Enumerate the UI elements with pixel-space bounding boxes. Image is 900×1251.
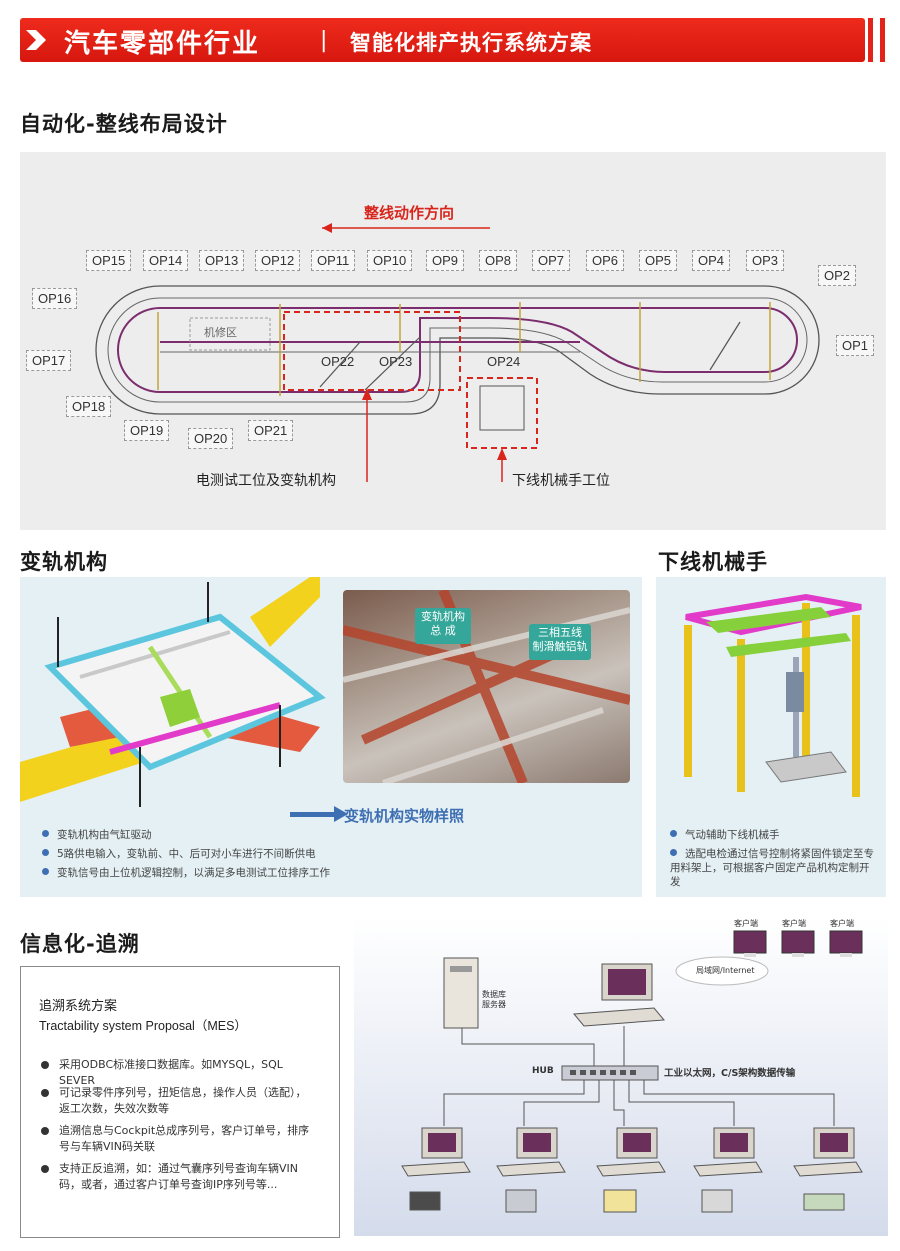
bullet-robot-1: 气动辅助下线机械手: [670, 828, 780, 842]
bullet-dot: [41, 1089, 49, 1097]
bullet-dot: [41, 1061, 49, 1069]
station-op23: OP23: [379, 354, 413, 369]
server-label: 数据库 服务器: [482, 990, 506, 1009]
bullet-transfer-1: 变轨机构由气缸驱动: [42, 828, 152, 842]
section-title-automation: 自动化-整线布局设计: [20, 112, 228, 136]
section-title-transfer: 变轨机构: [20, 550, 108, 574]
header-subtitle: 智能化排产执行系统方案: [350, 31, 592, 55]
station-op16: OP16: [32, 288, 78, 309]
header-title: 汽车零部件行业: [64, 29, 261, 59]
mes-title: 追溯系统方案: [39, 999, 118, 1014]
client-label-3: 客户端: [830, 919, 854, 928]
transfer-mechanism-photo: 变轨机构 总 成 三相五线 制滑触铝轨: [343, 590, 630, 783]
network-diagram: [401, 930, 863, 1213]
bullet-transfer-3: 变轨信号由上位机逻辑控制，以满足多电测试工位排序工作: [42, 866, 330, 880]
mes-item-3: 追溯信息与Cockpit总成序列号，客户订单号，排序号与车辆VIN码关联: [41, 1123, 313, 1155]
station-op8: OP8: [479, 250, 518, 271]
bullet-dot: [41, 1127, 49, 1135]
station-op12: OP12: [255, 250, 301, 271]
station-op1: OP1: [836, 335, 875, 356]
arrow-right-icon: [290, 806, 348, 822]
bullet-dot: [670, 830, 677, 837]
station-op22: OP22: [321, 354, 355, 369]
ethernet-label: 工业以太网，C/S架构数据传输: [664, 1068, 796, 1079]
direction-label: 整线动作方向: [364, 204, 455, 222]
station-op13: OP13: [199, 250, 245, 271]
mes-item-2: 可记录零件序列号，扭矩信息，操作人员（选配），返工次数，失效次数等: [41, 1085, 313, 1117]
photo-tag-rail: 三相五线 制滑触铝轨: [529, 624, 591, 660]
header-banner: 汽车零部件行业 | 智能化排产执行系统方案: [20, 18, 865, 62]
photo-structure: [343, 590, 630, 783]
station-op9: OP9: [426, 250, 465, 271]
station-op6: OP6: [586, 250, 625, 271]
bullet-dot: [42, 830, 49, 837]
station-op20: OP20: [188, 428, 234, 449]
station-op18: OP18: [66, 396, 112, 417]
section-title-robot: 下线机械手: [658, 550, 768, 574]
station-op21: OP21: [248, 420, 294, 441]
network-panel: 客户端 客户端 客户端 局域网/Internet 数据库 服务器 HUB 工业以…: [354, 916, 888, 1236]
header-stripes: [868, 18, 890, 62]
bullet-dot: [41, 1165, 49, 1173]
station-op4: OP4: [692, 250, 731, 271]
station-op10: OP10: [367, 250, 413, 271]
line-layout-panel: 整线动作方向 机修区 OP1 OP2 OP3 OP4 OP5 OP6 OP7 O…: [20, 152, 886, 530]
header-separator: |: [320, 28, 328, 53]
hub-label: HUB: [532, 1066, 554, 1076]
mes-item-1: 采用ODBC标准接口数据库。如MYSQL，SQL SEVER: [41, 1057, 313, 1089]
station-op5: OP5: [639, 250, 678, 271]
bullet-dot: [42, 868, 49, 875]
mes-item-4: 支持正反追溯，如：通过气囊序列号查询车辆VIN码，或者，通过客户订单号查询IP序…: [41, 1161, 313, 1193]
station-op17: OP17: [26, 350, 72, 371]
chevron-right-icon: [26, 30, 46, 50]
station-op24: OP24: [487, 354, 521, 369]
station-op19: OP19: [124, 420, 170, 441]
client-label-2: 客户端: [782, 919, 806, 928]
station-op7: OP7: [532, 250, 571, 271]
photo-caption: 变轨机构实物样照: [344, 807, 465, 825]
bullet-dot: [670, 849, 677, 856]
cloud-label: 局域网/Internet: [696, 966, 755, 975]
station-op15: OP15: [86, 250, 132, 271]
maintenance-area-label: 机修区: [204, 326, 237, 339]
transfer-mechanism-render: [20, 577, 326, 807]
section-title-traceability: 信息化-追溯: [20, 932, 140, 956]
bullet-dot: [42, 849, 49, 856]
unload-robot-render: [684, 593, 862, 797]
station-op3: OP3: [746, 250, 785, 271]
station-op14: OP14: [143, 250, 189, 271]
callout-unload-station: 下线机械手工位: [512, 473, 610, 489]
mes-subtitle: Tractability system Proposal（MES）: [39, 1019, 247, 1033]
mes-box: 追溯系统方案 Tractability system Proposal（MES）…: [20, 966, 340, 1238]
line-layout-diagram: [95, 223, 820, 482]
transfer-panel: 变轨机构 总 成 三相五线 制滑触铝轨 变轨机构实物样照 变轨机构由气缸驱动 5…: [20, 577, 642, 897]
photo-tag-transfer: 变轨机构 总 成: [415, 608, 471, 644]
station-op2: OP2: [818, 265, 857, 286]
callout-test-station: 电测试工位及变轨机构: [196, 473, 336, 489]
bullet-transfer-2: 5路供电输入，变轨前、中、后可对小车进行不间断供电: [42, 847, 316, 861]
robot-panel: 气动辅助下线机械手 选配电检通过信号控制将紧固件锁定至专用料架上，可根据客户固定…: [656, 577, 886, 897]
client-label-1: 客户端: [734, 919, 758, 928]
bullet-robot-2: 选配电检通过信号控制将紧固件锁定至专用料架上，可根据客户固定产品机构定制开发: [670, 848, 874, 888]
station-op11: OP11: [311, 250, 356, 271]
